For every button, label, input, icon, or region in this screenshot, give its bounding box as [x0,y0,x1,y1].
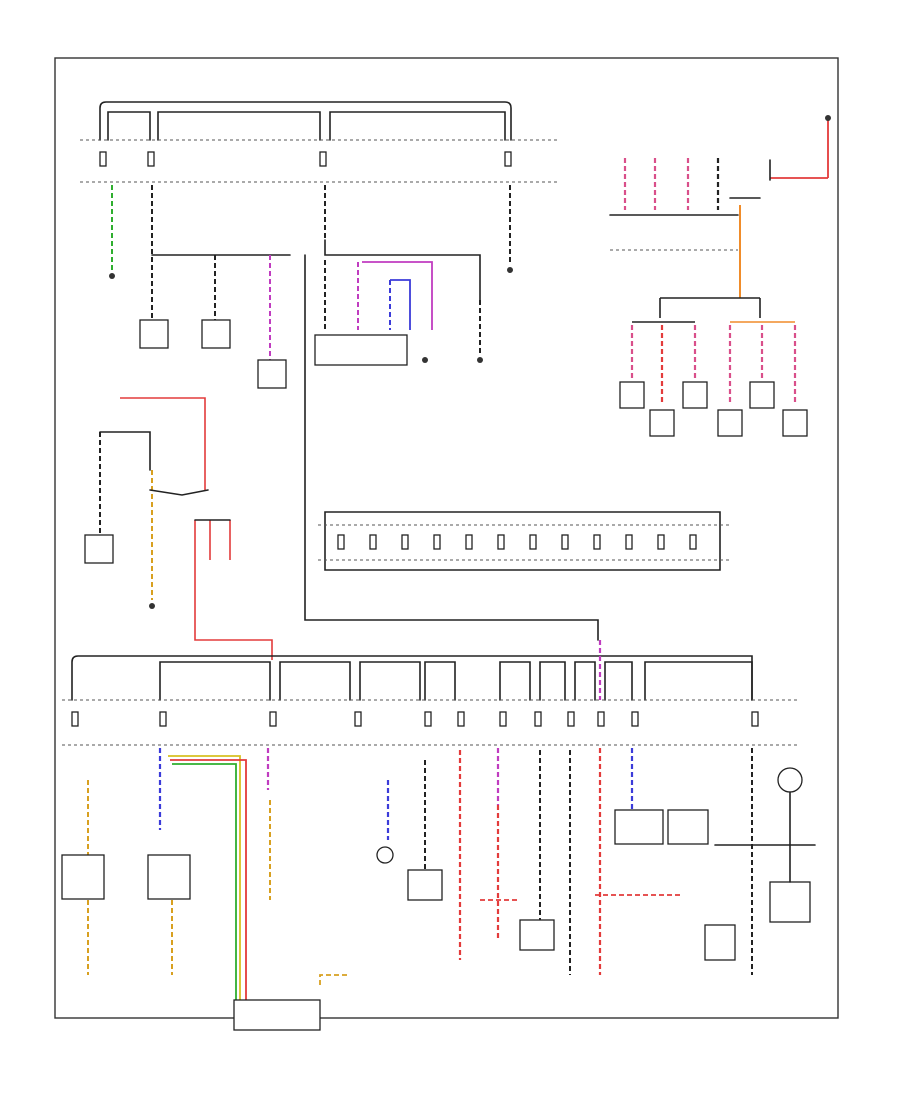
lamp [376,846,394,864]
fuse [424,711,432,727]
fuse [337,534,345,550]
heater-element [619,381,645,409]
fuse [499,711,507,727]
fuse [71,711,79,727]
ground-symbol [507,267,513,273]
module-box [84,534,114,564]
heater-element [649,409,675,437]
fuse [369,534,377,550]
ground-symbol [109,273,115,279]
fuse-strip [318,511,730,571]
fuse [631,711,639,727]
fuse [504,151,512,167]
fuse [534,711,542,727]
top-fuse-box [80,101,560,183]
fuse [497,534,505,550]
fuse [561,534,569,550]
module-box [233,999,321,1031]
fuse [657,534,665,550]
fuse [433,534,441,550]
module-box [139,319,169,349]
fuse [465,534,473,550]
module-box [257,359,287,389]
heater-element [749,381,775,409]
diagram-frame [54,57,839,1019]
fuse [751,711,759,727]
switch [147,854,191,900]
fuse [689,534,697,550]
fuse [159,711,167,727]
fuse [354,711,362,727]
fuse [625,534,633,550]
ground-symbol [149,603,155,609]
module-box [407,869,443,901]
fuse [319,151,327,167]
fuse [593,534,601,550]
module-box [519,919,555,951]
switch [61,854,105,900]
fuse [597,711,605,727]
fuse-bank [609,158,739,251]
module-box [667,809,709,845]
heater-element [782,409,808,437]
fuse [529,534,537,550]
fuse [147,151,155,167]
fuse [269,711,277,727]
lower-fuse-box [62,655,800,746]
module-box [314,334,408,366]
fuse [99,151,107,167]
module-box [201,319,231,349]
ground-symbol [422,357,428,363]
fuse [401,534,409,550]
module-box [614,809,664,845]
heater-element [717,409,743,437]
sensor [777,767,803,793]
heater-element [682,381,708,409]
module-box [769,881,811,923]
module-box [704,924,736,961]
fuse [457,711,465,727]
fuse [567,711,575,727]
ground-symbol [477,357,483,363]
